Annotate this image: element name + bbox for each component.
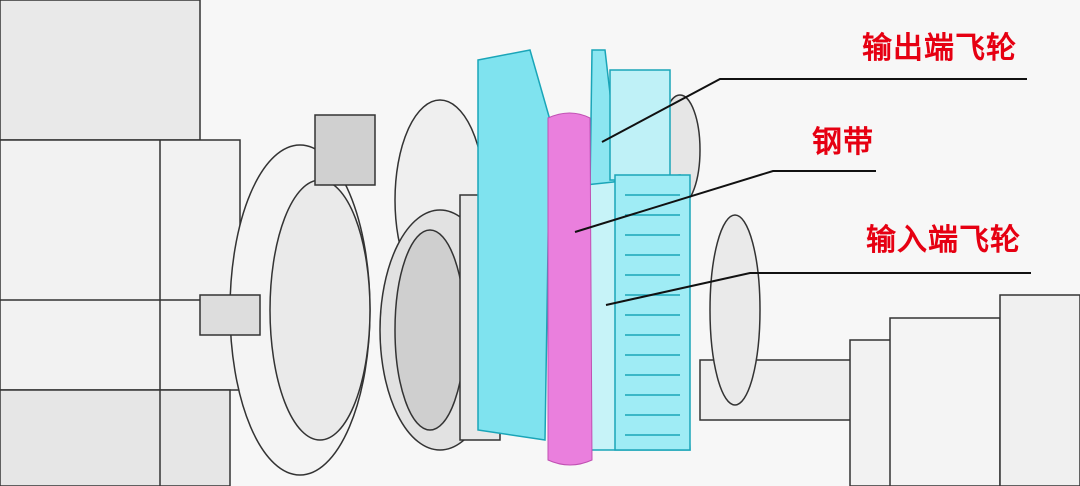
label-output-pulley: 输出端飞轮 [862,31,1017,66]
leader-line-belt [574,170,876,233]
steel-belt [547,112,593,466]
primary-pulley-sheave [477,49,551,441]
label-steel-belt: 钢带 [812,125,874,160]
leader-line-output [601,78,1027,143]
label-input-pulley: 输入端飞轮 [866,223,1021,258]
gear [314,114,376,186]
leader-line-input [605,272,1031,306]
housing-frame [0,139,241,391]
housing [0,0,201,141]
